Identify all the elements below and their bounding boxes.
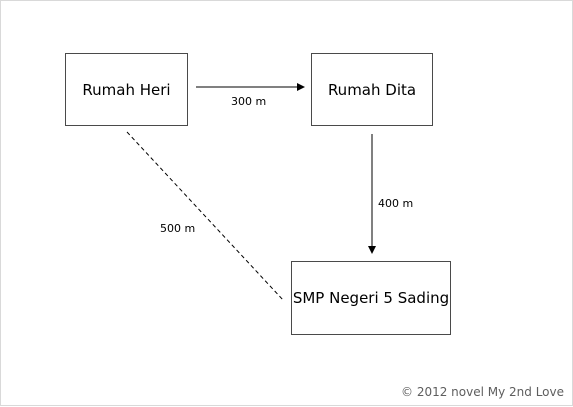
node-smp-negeri-5-sading: SMP Negeri 5 Sading: [291, 261, 451, 335]
edge-label-heri-smp: 500 m: [160, 222, 196, 235]
copyright-watermark: © 2012 novel My 2nd Love: [401, 385, 564, 399]
edge-label-heri-dita: 300 m: [231, 95, 267, 108]
edge-label-dita-smp: 400 m: [378, 197, 414, 210]
node-label: SMP Negeri 5 Sading: [292, 289, 450, 307]
node-rumah-heri: Rumah Heri: [65, 53, 188, 126]
node-rumah-dita: Rumah Dita: [311, 53, 433, 126]
node-label: Rumah Dita: [327, 80, 417, 99]
node-label: Rumah Heri: [82, 80, 171, 99]
dashed-line-heri-to-smp: [126, 131, 285, 302]
